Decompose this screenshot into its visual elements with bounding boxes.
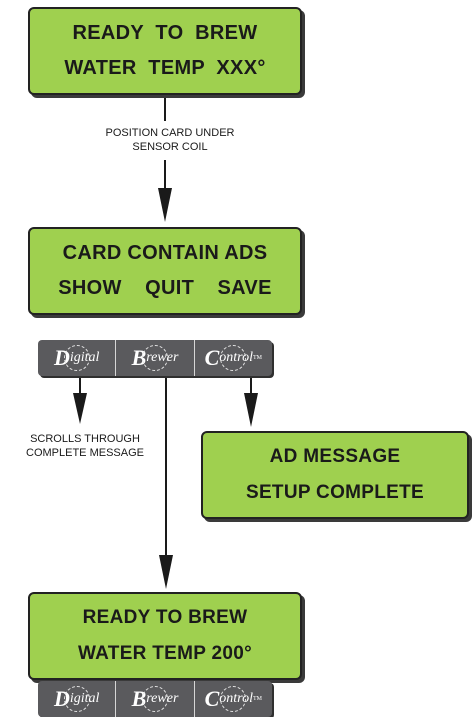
instruction-scrolls-message: SCROLLS THROUGH COMPLETE MESSAGE [10,432,160,460]
lcd-ready-line1: READY TO BREW [72,21,258,44]
lcd-ad-line1: AD MESSAGE [269,446,401,468]
instruction-scroll-line1: SCROLLS THROUGH [30,433,140,445]
lcd-ready-to-brew-final: READY TO BREW WATER TEMP 200° [28,592,302,680]
control-initial: C [204,345,220,370]
lcd-card-contain-ads: CARD CONTAIN ADS SHOW QUIT SAVE [28,227,302,315]
brewer-rest: rewer [146,691,179,706]
brewer-rest: rewer [146,350,179,365]
arrowhead-to-ready-screen [159,555,173,589]
lcd-ad-line2: SETUP COMPLETE [245,481,425,503]
lcd-final-line1: READY TO BREW [82,607,248,629]
lcd-final-line2: WATER TEMP 200° [78,642,252,664]
touch-ring-icon [220,345,247,371]
instruction-position-line2: SENSOR COIL [132,141,208,153]
trademark-mark: TM [253,696,263,702]
instruction-scroll-line2: COMPLETE MESSAGE [26,447,144,459]
touch-ring-icon [220,686,247,712]
arrowhead-to-ad-setup [244,393,258,427]
lcd-ad-message-setup: AD MESSAGE SETUP COMPLETE [201,431,469,519]
digital-rest: igital [69,691,100,706]
touch-ring-icon [141,686,168,712]
arrowhead-to-card-screen [158,188,172,222]
digital-rest: igital [69,350,100,365]
lcd-card-line1: CARD CONTAIN ADS [62,241,268,264]
lcd-ready-to-brew: READY TO BREW WATER TEMP XXX° [28,7,302,95]
arrowhead-to-scroll-note [73,393,87,424]
instruction-position-card: POSITION CARD UNDER SENSOR COIL [80,126,260,154]
trademark-mark: TM [253,355,263,361]
control-initial: C [204,686,220,711]
control-rest: ontrol [219,350,254,365]
touch-ring-icon [63,686,90,712]
touch-ring-icon [63,345,90,371]
lcd-ready-line2: WATER TEMP XXX° [64,57,266,80]
instruction-position-line1: POSITION CARD UNDER [105,127,235,139]
lcd-card-line2: SHOW QUIT SAVE [58,277,272,300]
touch-ring-icon [141,345,168,371]
control-rest: ontrol [219,691,254,706]
